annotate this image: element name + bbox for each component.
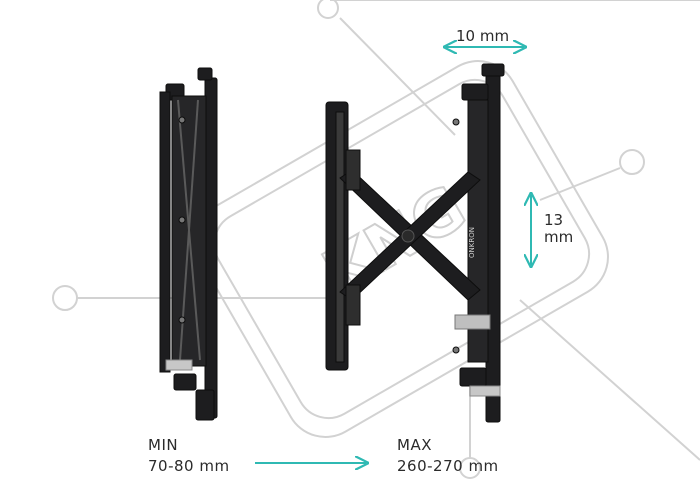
max-label: MAX 260-270 mm: [397, 435, 499, 477]
dim-side-line2: mm: [544, 228, 574, 246]
min-title: MIN: [148, 436, 179, 454]
max-title: MAX: [397, 436, 432, 454]
dim-side-label: 13 mm: [544, 212, 573, 246]
dim-side-line1: 13: [544, 211, 564, 229]
min-label: MIN 70-80 mm: [148, 435, 230, 477]
brand-mark: ONKRON: [468, 227, 476, 258]
dim-top-label: 10 mm: [456, 27, 510, 45]
min-value: 70-80 mm: [148, 457, 230, 475]
bracket-collapsed: [159, 67, 218, 421]
max-value: 260-270 mm: [397, 457, 499, 475]
bracket-expanded: [325, 63, 505, 423]
